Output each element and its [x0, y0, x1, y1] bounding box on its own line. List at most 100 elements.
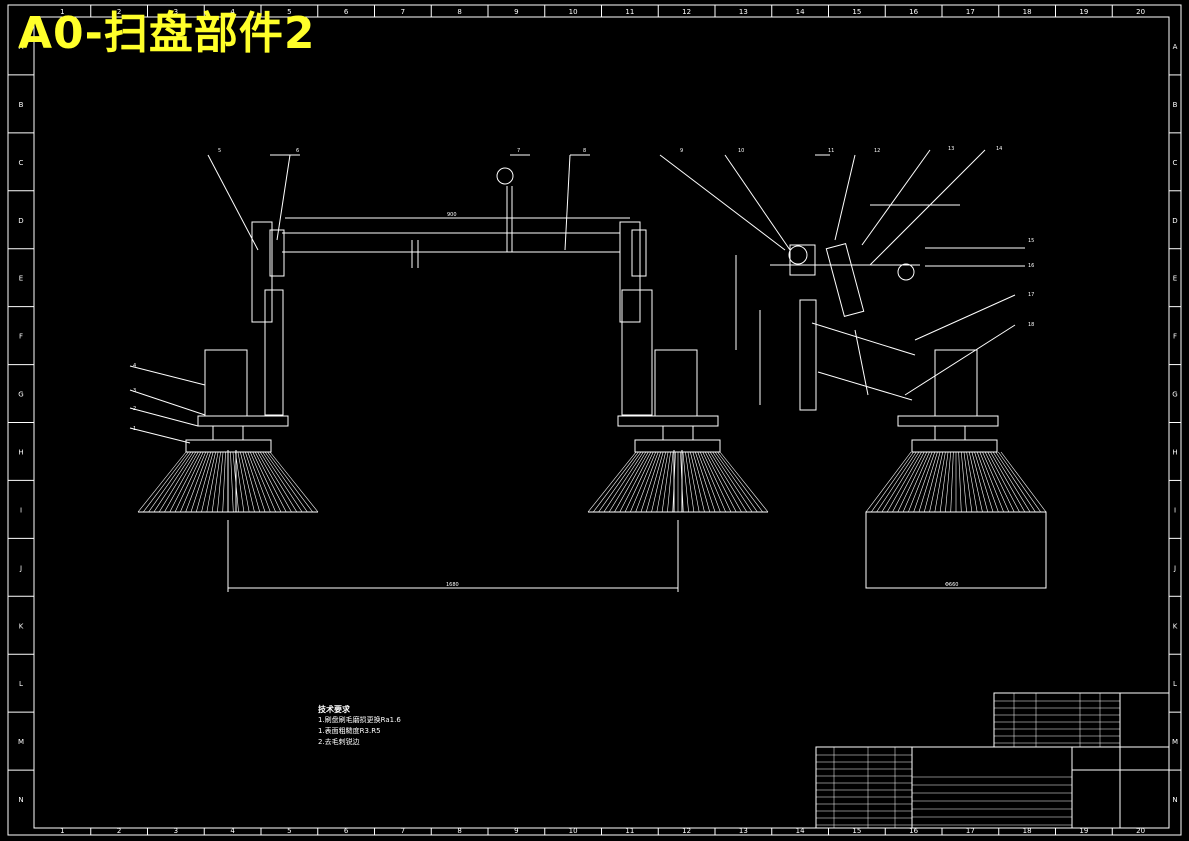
row-label: J — [19, 564, 22, 572]
row-label: M — [1172, 738, 1178, 746]
column-label: 17 — [966, 8, 975, 16]
column-label: 15 — [852, 827, 861, 835]
right-brush-unit — [587, 221, 769, 513]
column-label: 18 — [1023, 827, 1032, 835]
balloon-label: 13 — [948, 146, 954, 152]
balloon-label: 15 — [1028, 238, 1034, 244]
column-label: 7 — [401, 8, 405, 16]
column-label: 11 — [625, 8, 634, 16]
tech-requirements-heading: 技术要求 — [318, 705, 350, 714]
balloon-label: 5 — [218, 148, 221, 154]
row-label: K — [19, 622, 24, 630]
row-label: A — [19, 43, 24, 51]
row-label: M — [18, 738, 24, 746]
column-label: 10 — [569, 827, 578, 835]
row-label: I — [20, 506, 22, 514]
balloon-label: 4 — [133, 363, 136, 369]
row-label: L — [1173, 680, 1177, 688]
column-label: 4 — [230, 8, 235, 16]
balloon-label: 14 — [996, 146, 1002, 152]
row-label: L — [19, 680, 23, 688]
row-label: B — [19, 101, 24, 109]
row-label: J — [1173, 564, 1176, 572]
balloon-label: 8 — [583, 148, 586, 154]
column-label: 5 — [287, 8, 291, 16]
column-label: 3 — [174, 8, 178, 16]
column-label: 6 — [344, 8, 349, 16]
balloon-label: 17 — [1028, 292, 1034, 298]
balloon-label: 11 — [828, 148, 834, 154]
column-label: 7 — [401, 827, 405, 835]
row-label: A — [1173, 43, 1178, 51]
balloon-label: 12 — [874, 148, 880, 154]
column-label: 14 — [796, 8, 805, 16]
tech-requirement-item: 1.刷盘刷毛磨损更换Ra1.6 — [318, 716, 401, 724]
column-label: 13 — [739, 827, 748, 835]
column-label: 2 — [117, 8, 121, 16]
row-label: C — [19, 159, 24, 167]
row-label: E — [1173, 275, 1177, 283]
balloon-label: 1 — [133, 426, 136, 432]
column-label: 11 — [625, 827, 634, 835]
balloon-label: 2 — [133, 406, 136, 412]
column-label: 9 — [514, 8, 518, 16]
row-label: F — [19, 333, 23, 341]
column-label: 15 — [852, 8, 861, 16]
row-label: D — [1172, 217, 1177, 225]
column-label: 19 — [1079, 827, 1088, 835]
row-label: E — [19, 275, 23, 283]
balloon-label: 10 — [738, 148, 744, 154]
column-label: 6 — [344, 827, 349, 835]
row-label: C — [1173, 159, 1178, 167]
balloon-label: 7 — [517, 148, 520, 154]
dimension-top-span: 900 — [447, 212, 457, 218]
row-labels-left: A B C D E F G H I J K L M N — [8, 43, 34, 804]
row-label: H — [18, 448, 23, 456]
drawing-frame — [7, 4, 1182, 836]
column-label: 20 — [1136, 8, 1145, 16]
balloon-label: 9 — [680, 148, 683, 154]
dimension-bottom-span-left: 1680 — [446, 582, 459, 588]
title-block — [815, 692, 1170, 829]
row-label: G — [1172, 391, 1177, 399]
row-label: G — [18, 391, 23, 399]
column-label: 17 — [966, 827, 975, 835]
tech-requirement-item: 1.表面粗糙度R3.R5 — [318, 727, 381, 735]
column-label: 8 — [457, 827, 461, 835]
row-label: N — [1172, 796, 1177, 804]
row-label: F — [1173, 333, 1177, 341]
balloon-label: 6 — [296, 148, 299, 154]
column-label: 1 — [60, 827, 64, 835]
column-label: 16 — [909, 8, 918, 16]
column-label: 14 — [796, 827, 805, 835]
row-labels-right: A B C D E F G H I J K L M N — [1169, 43, 1181, 804]
column-label: 9 — [514, 827, 518, 835]
column-label: 19 — [1079, 8, 1088, 16]
column-label: 8 — [457, 8, 461, 16]
column-label: 5 — [287, 827, 291, 835]
dimension-bottom-span-right: Φ660 — [945, 582, 958, 588]
column-label: 1 — [60, 8, 64, 16]
tech-requirement-item: 2.去毛刺锐边 — [318, 738, 360, 746]
row-label: D — [18, 217, 23, 225]
balloon-label: 18 — [1028, 322, 1034, 328]
column-label: 4 — [230, 827, 235, 835]
tech-requirements: 技术要求 1.刷盘刷毛磨损更换Ra1.6 1.表面粗糙度R3.R5 2.去毛刺锐… — [318, 704, 401, 748]
row-label: N — [18, 796, 23, 804]
column-label: 20 — [1136, 827, 1145, 835]
row-label: K — [1173, 622, 1178, 630]
column-label: 10 — [569, 8, 578, 16]
row-label: H — [1172, 448, 1177, 456]
column-label: 13 — [739, 8, 748, 16]
row-label: B — [1173, 101, 1178, 109]
left-brush-unit — [137, 221, 319, 513]
balloon-label: 3 — [133, 388, 136, 394]
column-label: 18 — [1023, 8, 1032, 16]
row-label: I — [1174, 506, 1176, 514]
column-label: 12 — [682, 8, 691, 16]
column-label: 16 — [909, 827, 918, 835]
side-view — [659, 149, 1047, 589]
